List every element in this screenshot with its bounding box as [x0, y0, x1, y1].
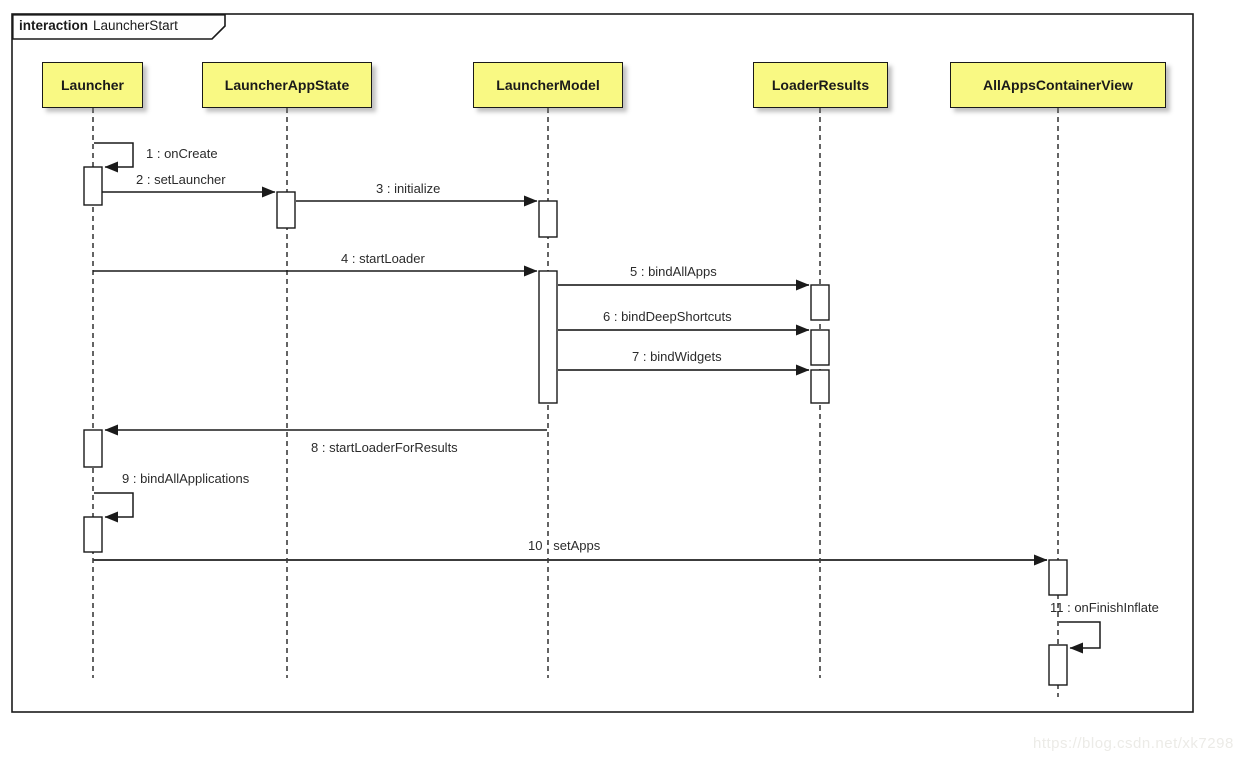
activation-loaderresults-3: [810, 369, 830, 404]
message-2-label: 2 : setLauncher: [136, 172, 226, 187]
message-9-label: 9 : bindAllApplications: [122, 471, 250, 486]
message-11-label: 11 : onFinishInflate: [1050, 600, 1159, 615]
message-1-label: 1 : onCreate: [146, 146, 218, 161]
message-9-self-arrow: [94, 492, 134, 523]
message-4-label: 4 : startLoader: [341, 251, 425, 266]
participant-launchermodel: LauncherModel: [473, 62, 623, 108]
watermark-url: https://blog.csdn.net/xk7298: [1033, 735, 1234, 752]
participant-launcherappstate-label: LauncherAppState: [224, 77, 350, 93]
activation-launcher-2: [83, 429, 103, 468]
participant-launcher: Launcher: [42, 62, 143, 108]
frame-title: interaction LauncherStart: [19, 18, 178, 33]
frame-border: [11, 13, 1194, 713]
frame-keyword: interaction: [19, 18, 89, 33]
activation-allapps-2: [1048, 644, 1068, 686]
activation-launcher-3: [83, 516, 103, 553]
message-10-label: 10 : setApps: [528, 538, 601, 553]
frame-title-tab: interaction LauncherStart: [12, 14, 226, 40]
participant-launcherappstate: LauncherAppState: [202, 62, 372, 108]
activation-launchermodel-2: [538, 270, 558, 404]
message-11-self-arrow: [1059, 621, 1101, 654]
activation-loaderresults-1: [810, 284, 830, 321]
frame-title-name: LauncherStart: [93, 18, 178, 33]
activation-launcher-1: [83, 166, 103, 206]
message-3-label: 3 : initialize: [376, 181, 441, 196]
message-6-label: 6 : bindDeepShortcuts: [603, 309, 732, 324]
message-1-self-arrow: [94, 142, 134, 173]
participant-loaderresults-label: LoaderResults: [771, 77, 870, 93]
participant-allappscontainerview: AllAppsContainerView: [950, 62, 1166, 108]
frame-title-tab-shape: [12, 14, 226, 40]
activation-launcherappstate-1: [276, 191, 296, 229]
activation-loaderresults-2: [810, 329, 830, 366]
participant-launchermodel-label: LauncherModel: [496, 77, 600, 93]
participant-loaderresults: LoaderResults: [753, 62, 888, 108]
activation-launchermodel-1: [538, 200, 558, 238]
activation-allapps-1: [1048, 559, 1068, 596]
message-5-label: 5 : bindAllApps: [630, 264, 717, 279]
message-7-label: 7 : bindWidgets: [632, 349, 722, 364]
participant-launcher-label: Launcher: [60, 77, 124, 93]
message-8-label: 8 : startLoaderForResults: [311, 440, 458, 455]
participant-allappscontainerview-label: AllAppsContainerView: [983, 77, 1133, 93]
